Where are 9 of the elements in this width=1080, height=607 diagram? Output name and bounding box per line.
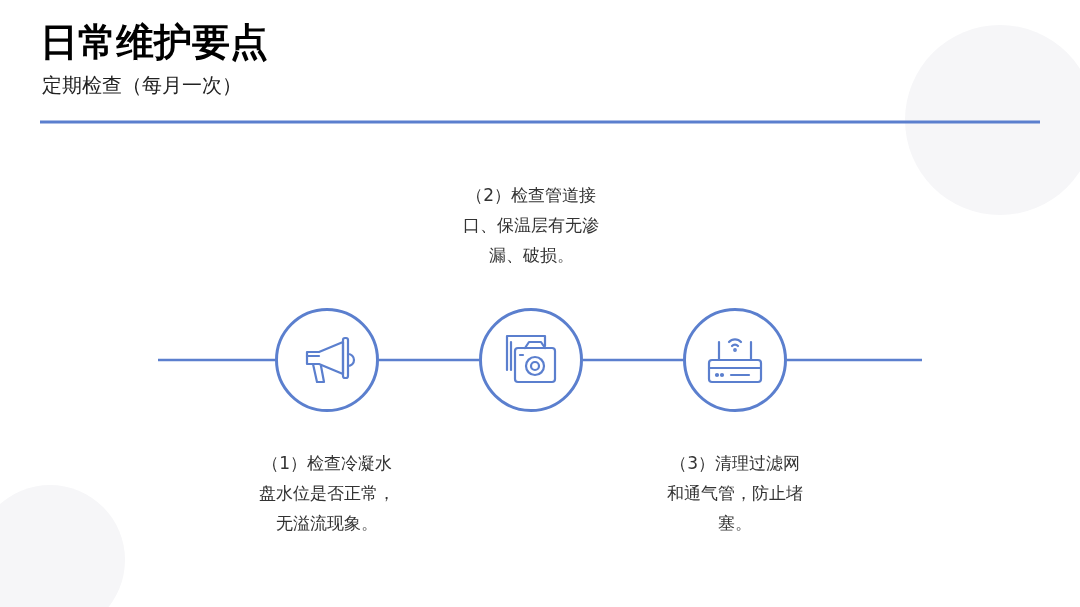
- title: 日常维护要点: [40, 19, 268, 66]
- step-caption: （3）清理过滤网和通气管，防止堵塞。: [666, 452, 805, 535]
- subtitle: 定期检查（每月一次）: [42, 72, 242, 99]
- step-caption: （2）检查管道接口、保温层有无渗漏、破损。: [462, 184, 601, 267]
- connector-line: [158, 358, 275, 362]
- connector-line: [379, 358, 479, 362]
- connector-line: [787, 358, 922, 362]
- step-caption: （1）检查冷凝水盘水位是否正常，无溢流现象。: [258, 452, 397, 535]
- connector-line: [583, 358, 683, 362]
